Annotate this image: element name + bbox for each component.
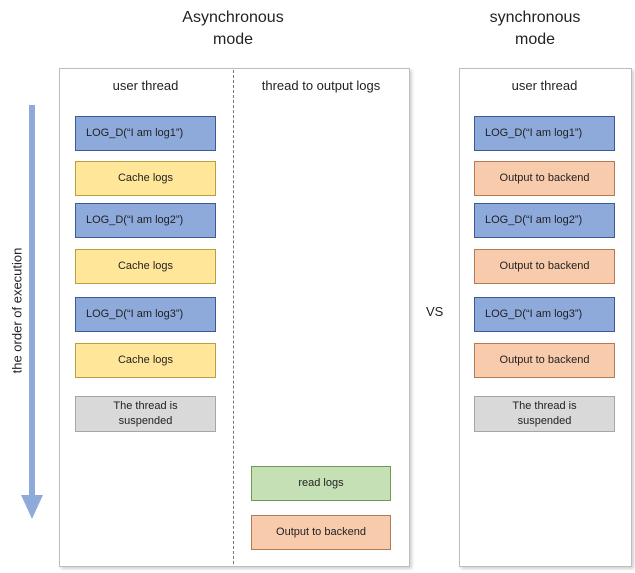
sync-user-thread-header: user thread [511, 78, 578, 93]
vs-label: VS [426, 304, 444, 319]
async-log1-box: LOG_D(“I am log1”) [75, 116, 216, 151]
arrow-shaft [29, 105, 35, 497]
arrow-head [21, 495, 43, 519]
sync-suspended-box: The thread is suspended [474, 396, 615, 432]
async-title-line2: mode [212, 31, 254, 48]
async-log3-box: LOG_D(“I am log3”) [75, 297, 216, 332]
async-panel-divider [233, 70, 234, 564]
async-log2-box: LOG_D(“I am log2”) [75, 203, 216, 238]
execution-order-arrow [21, 105, 43, 519]
async-title: Asynchronous mode [148, 7, 318, 51]
sync-title-line1: synchronous [489, 9, 581, 26]
async-cache2-box: Cache logs [75, 249, 216, 284]
async-output-box: Output to backend [251, 515, 391, 550]
async-title-line1: Asynchronous [182, 9, 284, 26]
sync-output1-box: Output to backend [474, 161, 615, 196]
async-output-thread-header: thread to output logs [261, 78, 381, 93]
sync-log3-box: LOG_D(“I am log3”) [474, 297, 615, 332]
sync-output2-box: Output to backend [474, 249, 615, 284]
sync-log2-box: LOG_D(“I am log2”) [474, 203, 615, 238]
async-suspended-box: The thread is suspended [75, 396, 216, 432]
async-read-logs-box: read logs [251, 466, 391, 501]
sync-log1-box: LOG_D(“I am log1”) [474, 116, 615, 151]
execution-order-label: the order of execution [9, 247, 25, 374]
async-user-thread-header: user thread [112, 78, 179, 93]
async-cache1-box: Cache logs [75, 161, 216, 196]
sync-title-line2: mode [514, 31, 556, 48]
async-cache3-box: Cache logs [75, 343, 216, 378]
sync-title: synchronous mode [460, 7, 610, 51]
sync-output3-box: Output to backend [474, 343, 615, 378]
